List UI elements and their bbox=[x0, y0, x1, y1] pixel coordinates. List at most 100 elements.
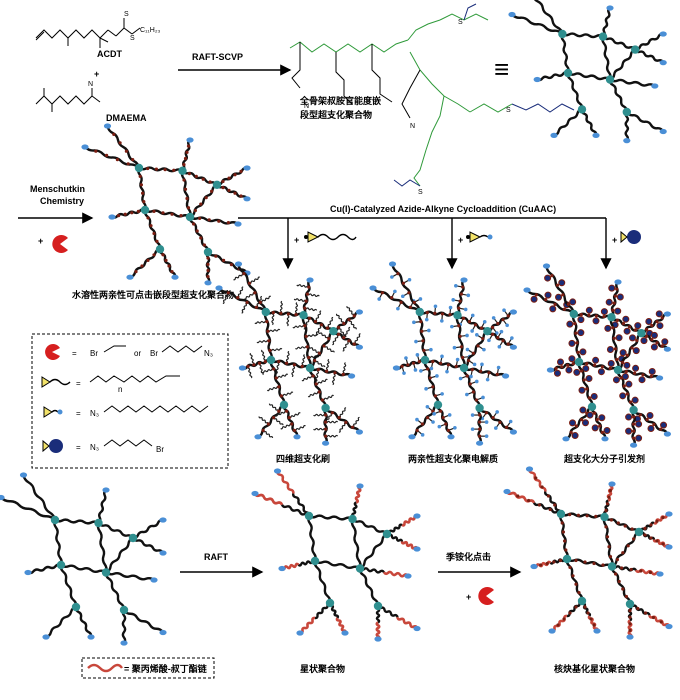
svg-text:S: S bbox=[124, 11, 129, 18]
side-end bbox=[440, 392, 444, 396]
quat-site bbox=[182, 163, 186, 167]
quat-site bbox=[183, 156, 188, 161]
side-end bbox=[480, 362, 484, 367]
chain-end bbox=[413, 625, 421, 632]
chain-end bbox=[630, 442, 638, 448]
quat-site bbox=[401, 281, 406, 285]
svg-text:S: S bbox=[130, 35, 135, 42]
red-chain-icon bbox=[87, 663, 123, 673]
quat-site bbox=[239, 194, 243, 198]
quat-site bbox=[186, 206, 191, 210]
quat-site bbox=[611, 308, 615, 312]
side-end bbox=[481, 395, 485, 400]
chain-end bbox=[659, 60, 667, 66]
side-end bbox=[450, 324, 454, 329]
arm-chain bbox=[215, 184, 249, 200]
quat-site bbox=[498, 420, 502, 424]
arm-chain bbox=[477, 407, 482, 444]
backbone-chain bbox=[559, 513, 569, 560]
side-chain bbox=[323, 345, 335, 353]
initiator-site bbox=[622, 315, 630, 323]
side-end bbox=[402, 371, 406, 375]
initiator-icon bbox=[620, 230, 641, 244]
quat-site bbox=[624, 594, 629, 599]
quat-site bbox=[623, 524, 627, 528]
side-end bbox=[415, 353, 420, 357]
svg-text:N₃: N₃ bbox=[90, 409, 99, 418]
branch-node bbox=[50, 515, 60, 525]
side-chain bbox=[327, 316, 334, 329]
side-end bbox=[463, 307, 468, 312]
initiator-site bbox=[625, 427, 633, 435]
branch-node bbox=[587, 402, 597, 411]
side-chain bbox=[305, 333, 319, 338]
chain-end bbox=[251, 490, 259, 497]
quat-site bbox=[206, 256, 210, 260]
quat-site bbox=[292, 428, 296, 432]
backbone-chain bbox=[143, 209, 162, 250]
side-end bbox=[505, 323, 509, 328]
side-end bbox=[470, 413, 475, 417]
quat-site bbox=[561, 530, 566, 534]
side-end bbox=[484, 420, 489, 424]
branch-node bbox=[483, 327, 492, 336]
chain-end bbox=[550, 132, 558, 138]
quat-site bbox=[229, 263, 233, 267]
quat-site bbox=[560, 365, 564, 369]
quat-site bbox=[117, 214, 121, 218]
branch-node bbox=[373, 601, 383, 611]
side-chain bbox=[315, 369, 320, 382]
quat-site bbox=[583, 605, 587, 609]
initiator-site bbox=[631, 396, 639, 404]
branch-node bbox=[622, 107, 631, 117]
quat-site bbox=[473, 323, 478, 327]
backbone-chain bbox=[138, 166, 184, 173]
backbone-chain bbox=[603, 516, 641, 533]
arm-chain bbox=[257, 403, 285, 438]
side-chain bbox=[325, 358, 330, 372]
branch-node bbox=[382, 529, 392, 539]
side-chain bbox=[342, 340, 350, 352]
quat-site bbox=[545, 561, 549, 566]
side-chain bbox=[258, 362, 264, 376]
initiator-site bbox=[579, 348, 587, 356]
arm-chain bbox=[0, 496, 56, 521]
quat-site bbox=[661, 542, 665, 546]
quat-site bbox=[649, 374, 653, 378]
arm-chain bbox=[282, 404, 299, 438]
side-end bbox=[424, 317, 429, 322]
initiator-site bbox=[585, 306, 593, 314]
branch-node bbox=[631, 45, 640, 54]
initiator-site bbox=[585, 375, 593, 383]
side-chain bbox=[254, 320, 268, 325]
quat-site bbox=[245, 300, 249, 304]
quat-site bbox=[183, 187, 188, 191]
quat-site bbox=[632, 422, 636, 426]
chain-end bbox=[659, 31, 667, 37]
chain-end bbox=[508, 11, 516, 18]
svg-text:=: = bbox=[76, 443, 81, 452]
side-chain bbox=[271, 312, 275, 326]
quat-site bbox=[506, 314, 510, 318]
pacman-reagent-icon bbox=[52, 235, 68, 253]
chain-legend-box bbox=[81, 657, 215, 679]
backbone-chain bbox=[601, 36, 612, 80]
arm-chain bbox=[624, 111, 630, 142]
initiator-site bbox=[603, 427, 611, 435]
backbone-chain bbox=[144, 209, 191, 218]
quat-site bbox=[534, 476, 538, 480]
side-chain bbox=[285, 350, 290, 364]
side-chain bbox=[325, 434, 339, 438]
quat-site bbox=[217, 219, 221, 223]
quat-site bbox=[604, 525, 608, 529]
arm-chain bbox=[132, 518, 164, 540]
arm-chain bbox=[121, 609, 127, 644]
side-end bbox=[451, 298, 456, 302]
initiator-site bbox=[638, 376, 646, 384]
initiator-site bbox=[544, 274, 552, 282]
quat-site bbox=[272, 367, 276, 371]
side-end bbox=[458, 376, 463, 381]
side-end bbox=[429, 366, 434, 371]
branch-node bbox=[613, 365, 623, 375]
core-alkynyl-star-polymer bbox=[503, 466, 673, 640]
